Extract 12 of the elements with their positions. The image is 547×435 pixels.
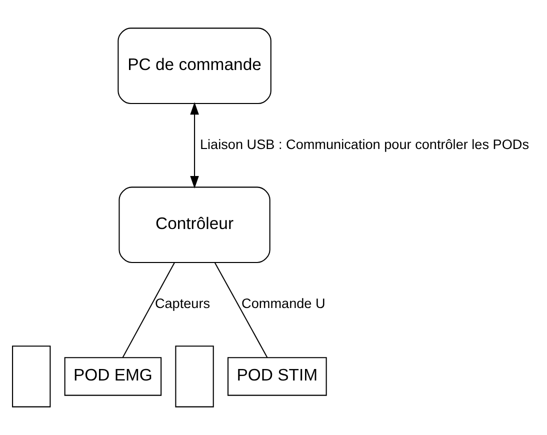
connector (214, 262, 268, 358)
node-box: Contrôleur (118, 186, 270, 263)
edge-label: Commande U (242, 296, 326, 311)
node-box (175, 346, 214, 408)
connector (122, 262, 175, 358)
node-box: POD STIM (227, 357, 327, 396)
node-box: POD EMG (64, 357, 162, 396)
node-box: PC de commande (118, 28, 272, 104)
arrow (190, 102, 199, 189)
node-box (12, 346, 51, 408)
edge-label: Capteurs (154, 296, 210, 311)
edge-label: Liaison USB : Communication pour contrôler les PODs (200, 136, 530, 152)
